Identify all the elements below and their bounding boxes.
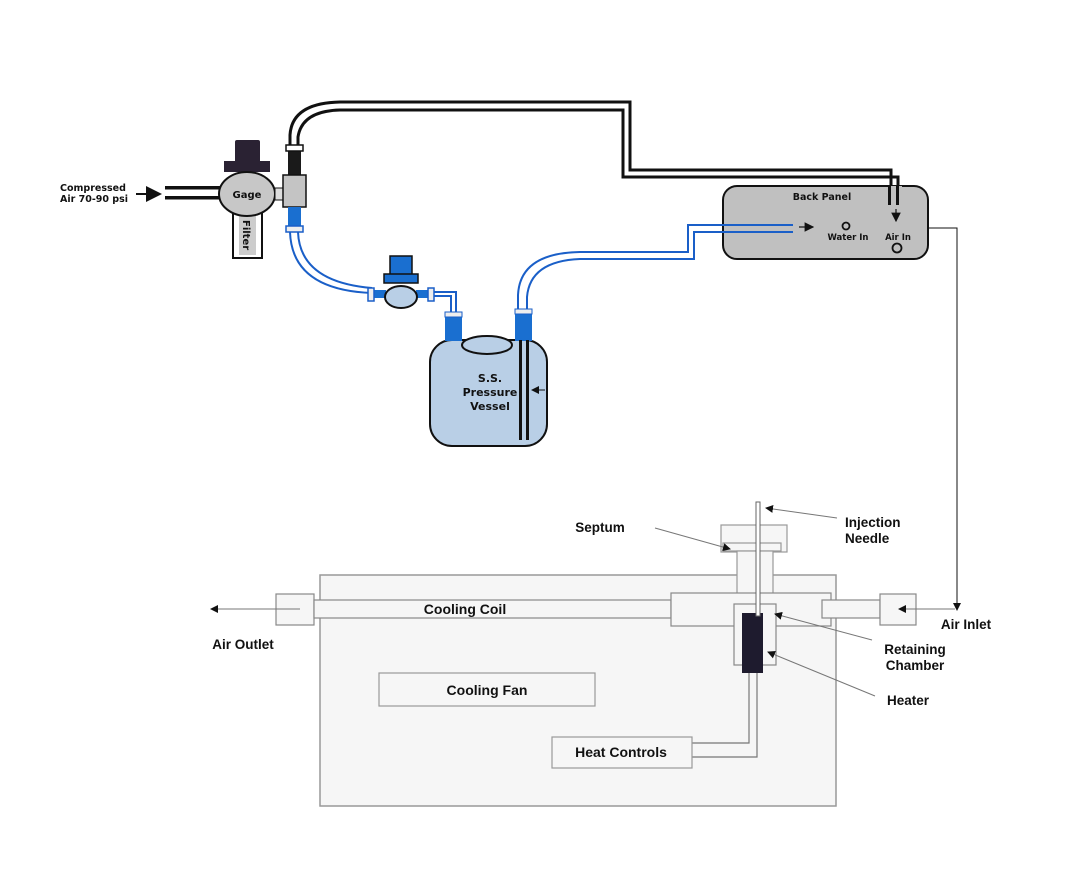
- injector-housing: [720, 524, 788, 596]
- retaining-chamber-leader: [774, 611, 873, 641]
- vessel-label-1: S.S.: [478, 372, 502, 385]
- heat-controls-box: [551, 736, 693, 769]
- tee-fitting: [282, 144, 307, 233]
- cooling-coil: [275, 592, 917, 627]
- back-panel-label: Back Panel: [793, 192, 852, 203]
- gage-label: Gage: [233, 190, 262, 201]
- heater-wires: [692, 673, 758, 758]
- injection-needle: [755, 501, 761, 617]
- air-tube-to-back-panel: [288, 100, 900, 205]
- heat-controls-label: Heat Controls: [575, 744, 667, 760]
- cooling-coil-label: Cooling Coil: [424, 601, 506, 617]
- water-tube-to-back-panel: [517, 224, 793, 309]
- cooling-fan-box: [378, 672, 596, 707]
- air-outlet-label: Air Outlet: [212, 637, 274, 652]
- heater-label: Heater: [887, 693, 930, 708]
- inlet-air-tube: [165, 186, 223, 200]
- svg-text:Chamber: Chamber: [886, 658, 945, 673]
- air-in-label: Air In: [885, 233, 911, 243]
- svg-text:Air 70-90 psi: Air 70-90 psi: [60, 194, 128, 205]
- svg-text:Compressed: Compressed: [60, 183, 126, 194]
- water-in-label: Water In: [827, 233, 868, 243]
- svg-text:Retaining: Retaining: [884, 642, 946, 657]
- cooling-fan-label: Cooling Fan: [447, 682, 528, 698]
- filter-label: Filter: [240, 220, 251, 250]
- svg-text:Needle: Needle: [845, 531, 890, 546]
- air-inlet-label: Air Inlet: [941, 617, 992, 632]
- valve: [367, 255, 457, 312]
- compressed-air-label: Compressed Air 70-90 psi: [60, 183, 128, 205]
- septum-label: Septum: [575, 520, 625, 535]
- heater: [742, 613, 763, 673]
- vessel-label-3: Vessel: [470, 400, 510, 413]
- back-panel: Back Panel Water In Air In: [694, 185, 929, 260]
- injection-needle-leader: [765, 505, 838, 519]
- heater-leader: [767, 650, 876, 697]
- water-in-port: [841, 221, 851, 231]
- air-line-to-inlet: [928, 227, 961, 611]
- pressure-vessel: S.S. Pressure Vessel: [429, 308, 548, 447]
- svg-text:Injection: Injection: [845, 515, 901, 530]
- injection-needle-label: Injection Needle: [845, 515, 901, 546]
- air-in-port: [891, 242, 903, 254]
- septum-leader: [654, 527, 731, 551]
- water-tube-to-valve: [289, 231, 373, 294]
- retaining-chamber-label: Retaining Chamber: [884, 642, 946, 673]
- vessel-label-2: Pressure: [463, 386, 518, 399]
- gage-regulator: Filter Gage: [218, 140, 285, 259]
